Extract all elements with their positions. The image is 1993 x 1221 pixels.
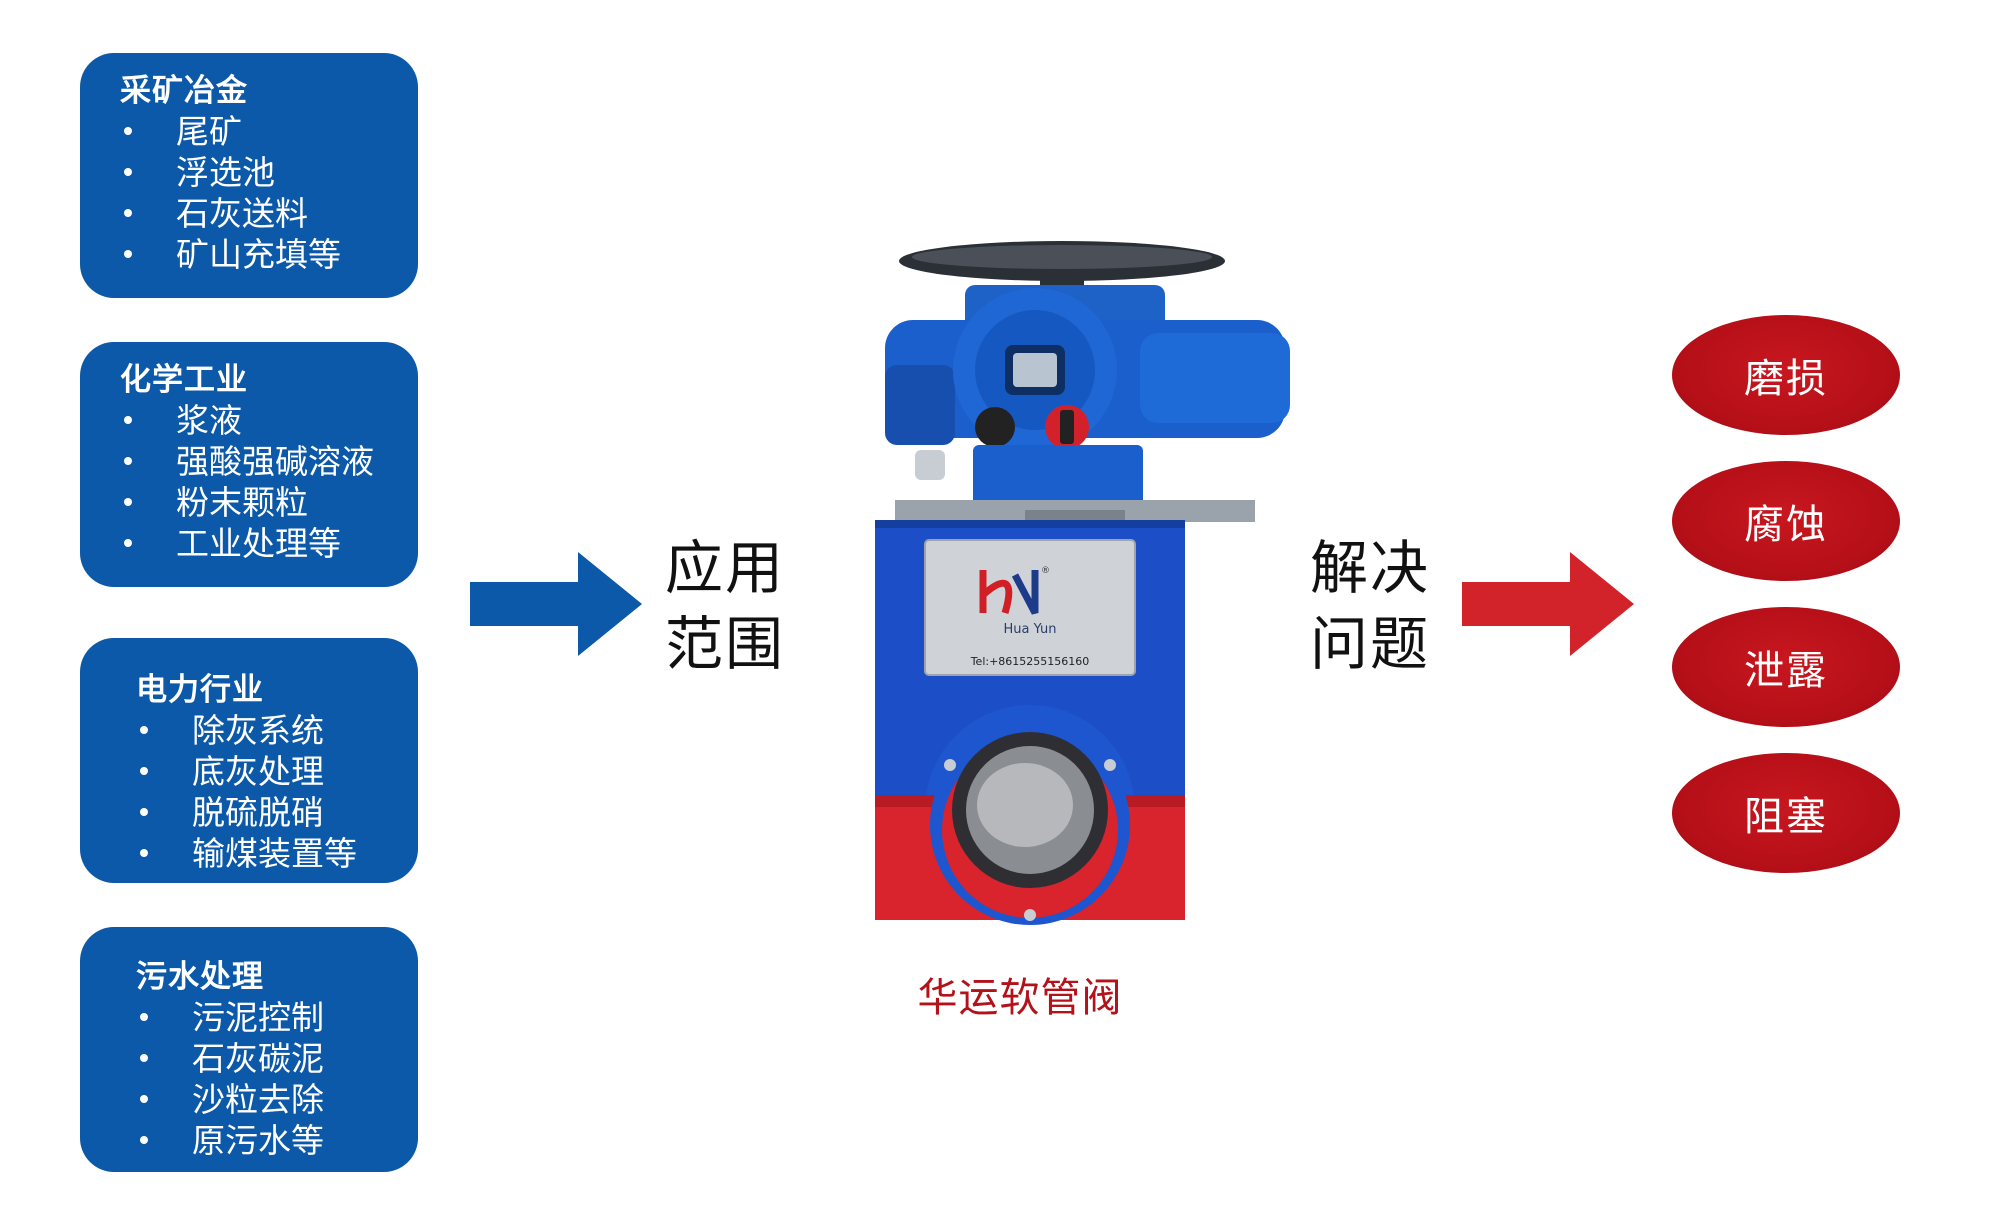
product-caption: 华运软管阀 — [917, 975, 1123, 1021]
list-item: 底灰处理 — [136, 751, 357, 792]
bullet-icon — [140, 1013, 148, 1021]
bullet-icon — [140, 767, 148, 775]
list-item: 尾矿 — [120, 111, 341, 152]
panel-list: 污泥控制 石灰碳泥 沙粒去除 原污水等 — [136, 997, 324, 1161]
list-item: 粉末颗粒 — [120, 482, 374, 523]
list-item: 输煤装置等 — [136, 833, 357, 874]
list-item: 沙粒去除 — [136, 1079, 324, 1120]
bullet-icon — [124, 127, 132, 135]
list-item: 浮选池 — [120, 152, 341, 193]
bullet-icon — [124, 209, 132, 217]
panel-list: 浆液 强酸强碱溶液 粉末颗粒 工业处理等 — [120, 400, 374, 564]
apply-scope-label: 应用 范围 — [665, 534, 786, 678]
list-item: 原污水等 — [136, 1120, 324, 1161]
problem-wear: 磨损 — [1672, 315, 1900, 435]
bullet-icon — [124, 498, 132, 506]
list-item: 工业处理等 — [120, 523, 374, 564]
problem-corrosion: 腐蚀 — [1672, 461, 1900, 581]
bullet-icon — [140, 808, 148, 816]
panel-title: 化学工业 — [120, 362, 248, 398]
arrow-right-red-icon — [1462, 552, 1634, 656]
problem-blockage: 阻塞 — [1672, 753, 1900, 873]
list-item: 脱硫脱硝 — [136, 792, 357, 833]
solve-problems-label: 解决 问题 — [1310, 534, 1431, 678]
svg-text:Hua Yun: Hua Yun — [1003, 622, 1056, 637]
svg-text:Tel:+8615255156160: Tel:+8615255156160 — [970, 655, 1090, 668]
panel-mining: 采矿冶金 尾矿 浮选池 石灰送料 矿山充填等 — [80, 53, 418, 298]
list-item: 浆液 — [120, 400, 374, 441]
bullet-icon — [124, 168, 132, 176]
list-item: 矿山充填等 — [120, 234, 341, 275]
bullet-icon — [124, 416, 132, 424]
svg-text:®: ® — [1041, 566, 1050, 576]
list-item: 污泥控制 — [136, 997, 324, 1038]
bullet-icon — [124, 250, 132, 258]
arrow-right-blue-icon — [470, 552, 642, 656]
bullet-icon — [124, 539, 132, 547]
problem-leakage: 泄露 — [1672, 607, 1900, 727]
bullet-icon — [140, 1095, 148, 1103]
panel-power: 电力行业 除灰系统 底灰处理 脱硫脱硝 输煤装置等 — [80, 638, 418, 883]
panel-title: 电力行业 — [136, 672, 264, 708]
bullet-icon — [124, 457, 132, 465]
bullet-icon — [140, 1136, 148, 1144]
panel-list: 尾矿 浮选池 石灰送料 矿山充填等 — [120, 111, 341, 275]
panel-title: 采矿冶金 — [120, 73, 248, 109]
panel-title: 污水处理 — [136, 959, 264, 995]
hose-valve-image: ® Hua Yun Tel:+8615255156160 — [875, 241, 1290, 925]
bullet-icon — [140, 1054, 148, 1062]
list-item: 除灰系统 — [136, 710, 357, 751]
list-item: 强酸强碱溶液 — [120, 441, 374, 482]
bullet-icon — [140, 849, 148, 857]
panel-sewage: 污水处理 污泥控制 石灰碳泥 沙粒去除 原污水等 — [80, 927, 418, 1172]
list-item: 石灰碳泥 — [136, 1038, 324, 1079]
bullet-icon — [140, 726, 148, 734]
panel-list: 除灰系统 底灰处理 脱硫脱硝 输煤装置等 — [136, 710, 357, 874]
list-item: 石灰送料 — [120, 193, 341, 234]
panel-chemical: 化学工业 浆液 强酸强碱溶液 粉末颗粒 工业处理等 — [80, 342, 418, 587]
